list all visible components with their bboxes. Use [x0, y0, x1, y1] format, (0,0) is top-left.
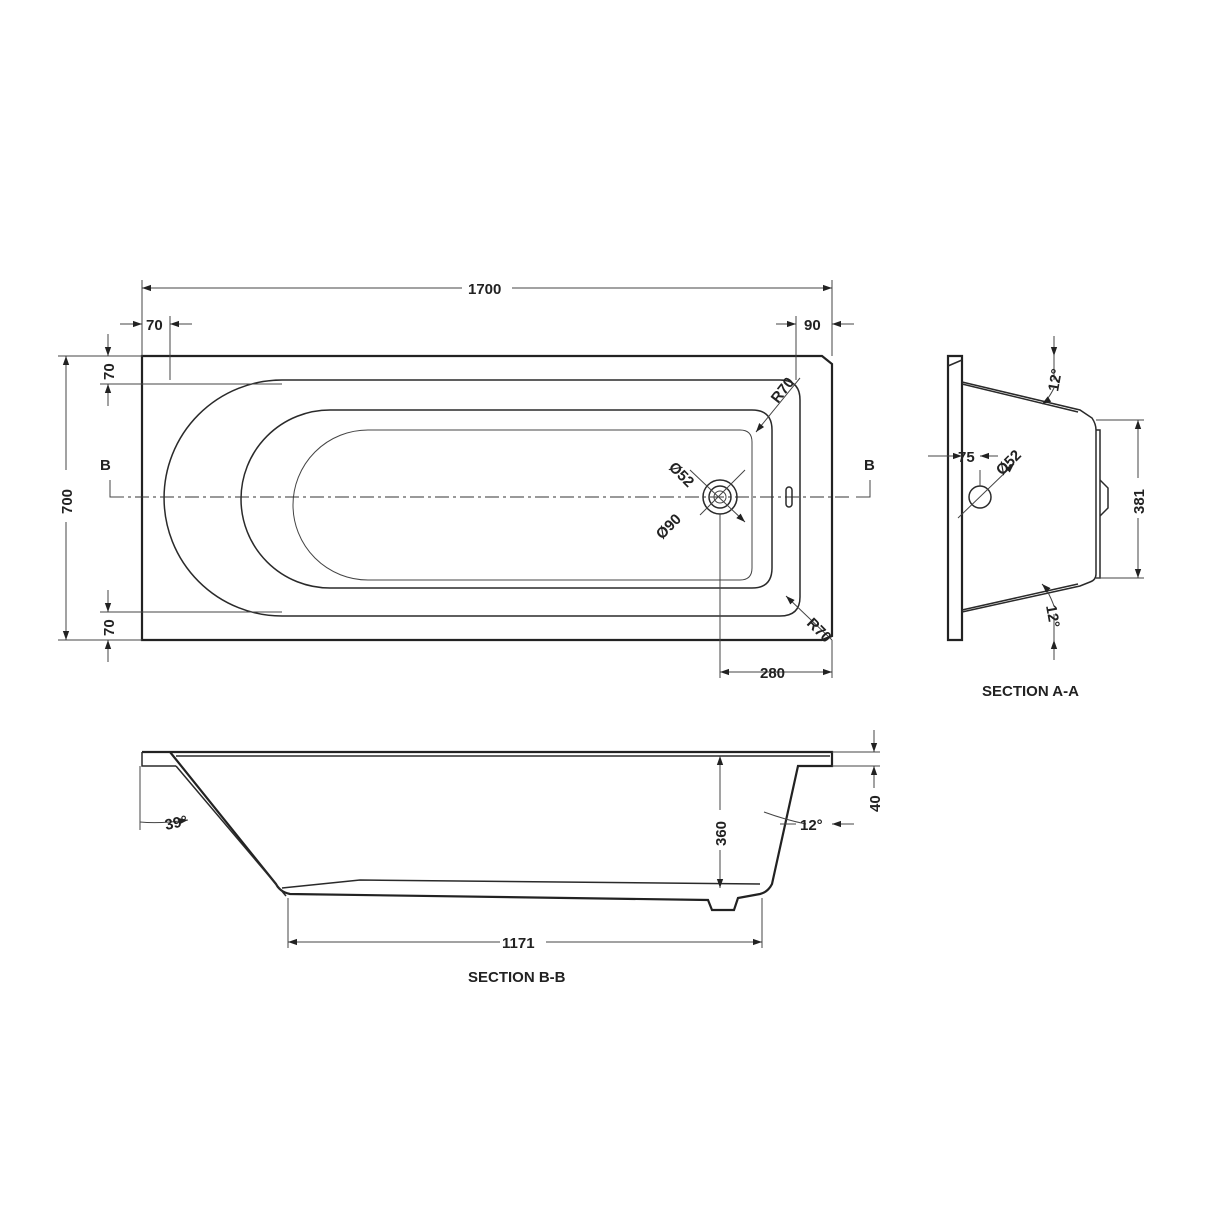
dim-angle-right-bb: 12°: [800, 817, 823, 834]
dim-top-rim: 70: [101, 363, 118, 380]
section-bb-view: 39° 12° 360 40 1171 SECTION B-B: [139, 730, 884, 986]
dim-bottom-rim: 70: [101, 619, 118, 636]
bath-bowl-outer: [240, 409, 773, 589]
bath-bowl-inner: [292, 429, 753, 581]
plan-view: B B Ø52 Ø90 R70 R70 1700 70: [58, 280, 875, 682]
overflow-slot: [785, 486, 793, 508]
dim-angle-left-bb: 39°: [163, 813, 189, 834]
dim-base-length-bb: 1171: [502, 935, 535, 952]
dim-depth-bb: 360: [713, 821, 730, 846]
dim-overflow-diameter: Ø52: [993, 447, 1025, 479]
section-marker-left: B: [100, 457, 111, 474]
dim-waste-diameter: Ø52: [665, 459, 697, 491]
waste-outlet: [689, 469, 746, 523]
dim-radius-top: R70: [768, 374, 798, 406]
dim-right-rim: 90: [804, 317, 821, 334]
dim-rim-height-bb: 40: [867, 795, 884, 812]
section-aa-title: SECTION A-A: [982, 683, 1079, 700]
dim-radius-bottom: R70: [803, 615, 834, 646]
dim-width: 700: [59, 489, 76, 514]
dim-waste-outer-diameter: Ø90: [653, 511, 685, 543]
dim-angle-top-aa: 12°: [1045, 367, 1066, 392]
section-aa-view: Ø52 75 381 12° 12° SECTION A-A: [928, 336, 1148, 700]
section-bb-title: SECTION B-B: [468, 969, 566, 986]
dim-length: 1700: [468, 281, 501, 298]
dim-angle-bottom-aa: 12°: [1042, 604, 1063, 629]
dim-overflow-offset: 75: [958, 449, 975, 466]
section-aa-profile: [946, 354, 964, 642]
section-marker-right: B: [864, 457, 875, 474]
dim-height-aa: 381: [1131, 489, 1148, 514]
bath-inner-rim: [163, 379, 801, 617]
dim-waste-offset: 280: [760, 665, 785, 682]
bath-outer-rim: [140, 354, 834, 642]
dim-left-rim: 70: [146, 317, 163, 334]
